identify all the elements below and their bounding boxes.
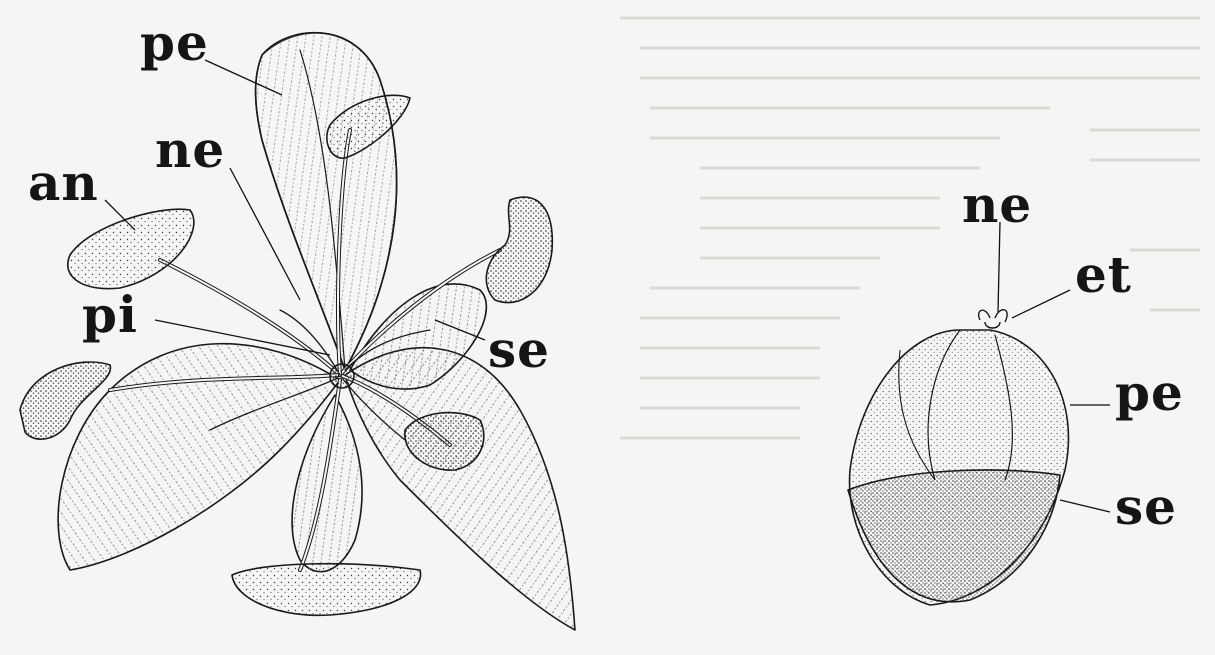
label-pistil-left: pi: [82, 290, 138, 340]
bud-sepal: [848, 470, 1060, 602]
label-nectary-right: ne: [962, 180, 1032, 230]
label-petal-left: pe: [140, 18, 209, 68]
label-sepal-right: se: [1115, 482, 1177, 532]
label-petal-right: pe: [1115, 368, 1184, 418]
label-nectary-left: ne: [155, 125, 225, 175]
label-anther-left: an: [28, 158, 99, 208]
label-ovary-tip-right: et: [1075, 250, 1132, 300]
label-sepal-left: se: [488, 325, 550, 375]
